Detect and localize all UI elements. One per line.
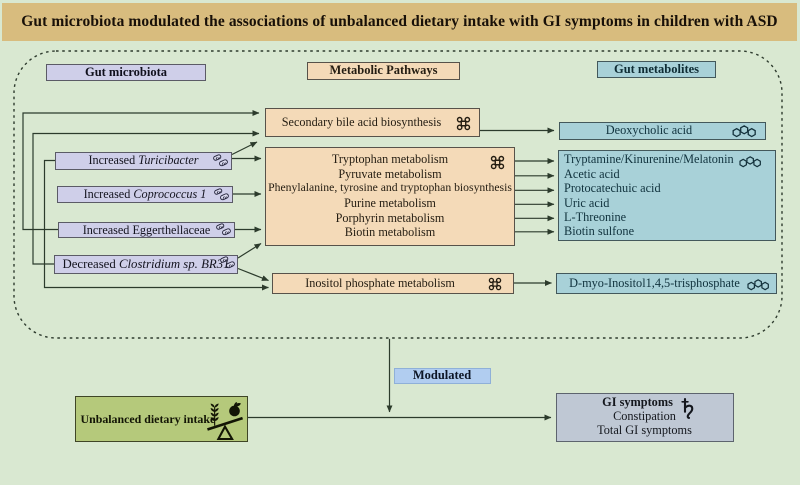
microbiota-box-clostridium: Decreased Clostridium sp. BR31: [54, 254, 238, 274]
line-turicibacter-secondary: [231, 141, 258, 156]
pathway-list: Tryptophan metabolism Pyruvate metabolis…: [268, 151, 512, 240]
line-turicibacter-inositol: [43, 159, 269, 291]
header-gut-microbiota: Gut microbiota: [46, 64, 206, 81]
metabolite-box-dmyo: D-myo-Inositol1,4,5-trisphosphate: [556, 272, 777, 294]
dashed-frame: [13, 50, 783, 339]
pathway-box-secondary-bile: Secondary bile acid biosynthesis: [265, 107, 480, 137]
microbiota-box-eggerthellaceae: Increased Eggerthellaceae: [58, 222, 235, 238]
figure-title: Gut microbiota modulated the association…: [2, 3, 797, 41]
bacteria-icon: [216, 223, 231, 236]
pathway-box-multi: Tryptophan metabolism Pyruvate metabolis…: [265, 146, 515, 246]
metabolite-list: Tryptamine/Kinurenine/Melatonin Acetic a…: [564, 152, 734, 239]
modulated-label: Modulated: [393, 367, 491, 384]
metabolite-box-deoxycholic: Deoxycholic acid: [558, 121, 766, 140]
line-clostridium-pathways: [237, 242, 262, 259]
diet-label: Unbalanced dietary intake: [80, 411, 216, 426]
unbalanced-scale-icon: [206, 401, 243, 440]
intestine-icon: [680, 397, 693, 419]
microbiota-label: Decreased Clostridium sp. BR31: [62, 256, 230, 271]
line-eggerthellaceae-secondary: [22, 110, 260, 231]
bacteria-icon: [220, 255, 235, 268]
pathway-label: Inositol phosphate metabolism: [305, 275, 455, 290]
line-clostridium-secondary: [32, 130, 260, 265]
molecule-icon: [732, 125, 756, 138]
bacteria-icon: [213, 153, 228, 166]
metabolite-label: Deoxycholic acid: [605, 123, 693, 137]
metabolite-box-multi: Tryptamine/Kinurenine/Melatonin Acetic a…: [558, 150, 776, 241]
line-clostridium-inositol: [237, 267, 269, 282]
microbiota-box-coprococcus: Increased Coprococcus 1: [57, 186, 233, 203]
kegg-pathway-icon: [488, 277, 502, 291]
gi-symptoms-list: GI symptoms Constipation Total GI sympto…: [597, 395, 692, 437]
microbiota-box-turicibacter: Increased Turicibacter: [55, 151, 232, 170]
metabolite-label: D-myo-Inositol1,4,5-trisphosphate: [569, 275, 740, 290]
kegg-pathway-icon: [490, 155, 505, 169]
gi-symptoms-box: GI symptoms Constipation Total GI sympto…: [555, 392, 734, 442]
molecule-icon: [747, 278, 769, 290]
microbiota-label: Increased Eggerthellaceae: [82, 222, 211, 237]
bacteria-icon: [214, 187, 229, 200]
pathway-box-inositol: Inositol phosphate metabolism: [272, 272, 514, 294]
microbiota-label: Increased Turicibacter: [88, 153, 199, 168]
header-gut-metabolites: Gut metabolites: [597, 61, 716, 78]
molecule-icon: [739, 156, 761, 168]
kegg-pathway-icon: [456, 116, 471, 130]
microbiota-label: Increased Coprococcus 1: [83, 187, 207, 202]
diet-box: Unbalanced dietary intake: [74, 395, 248, 442]
header-metabolic-pathways: Metabolic Pathways: [307, 62, 460, 80]
pathway-label: Secondary bile acid biosynthesis: [281, 114, 442, 129]
